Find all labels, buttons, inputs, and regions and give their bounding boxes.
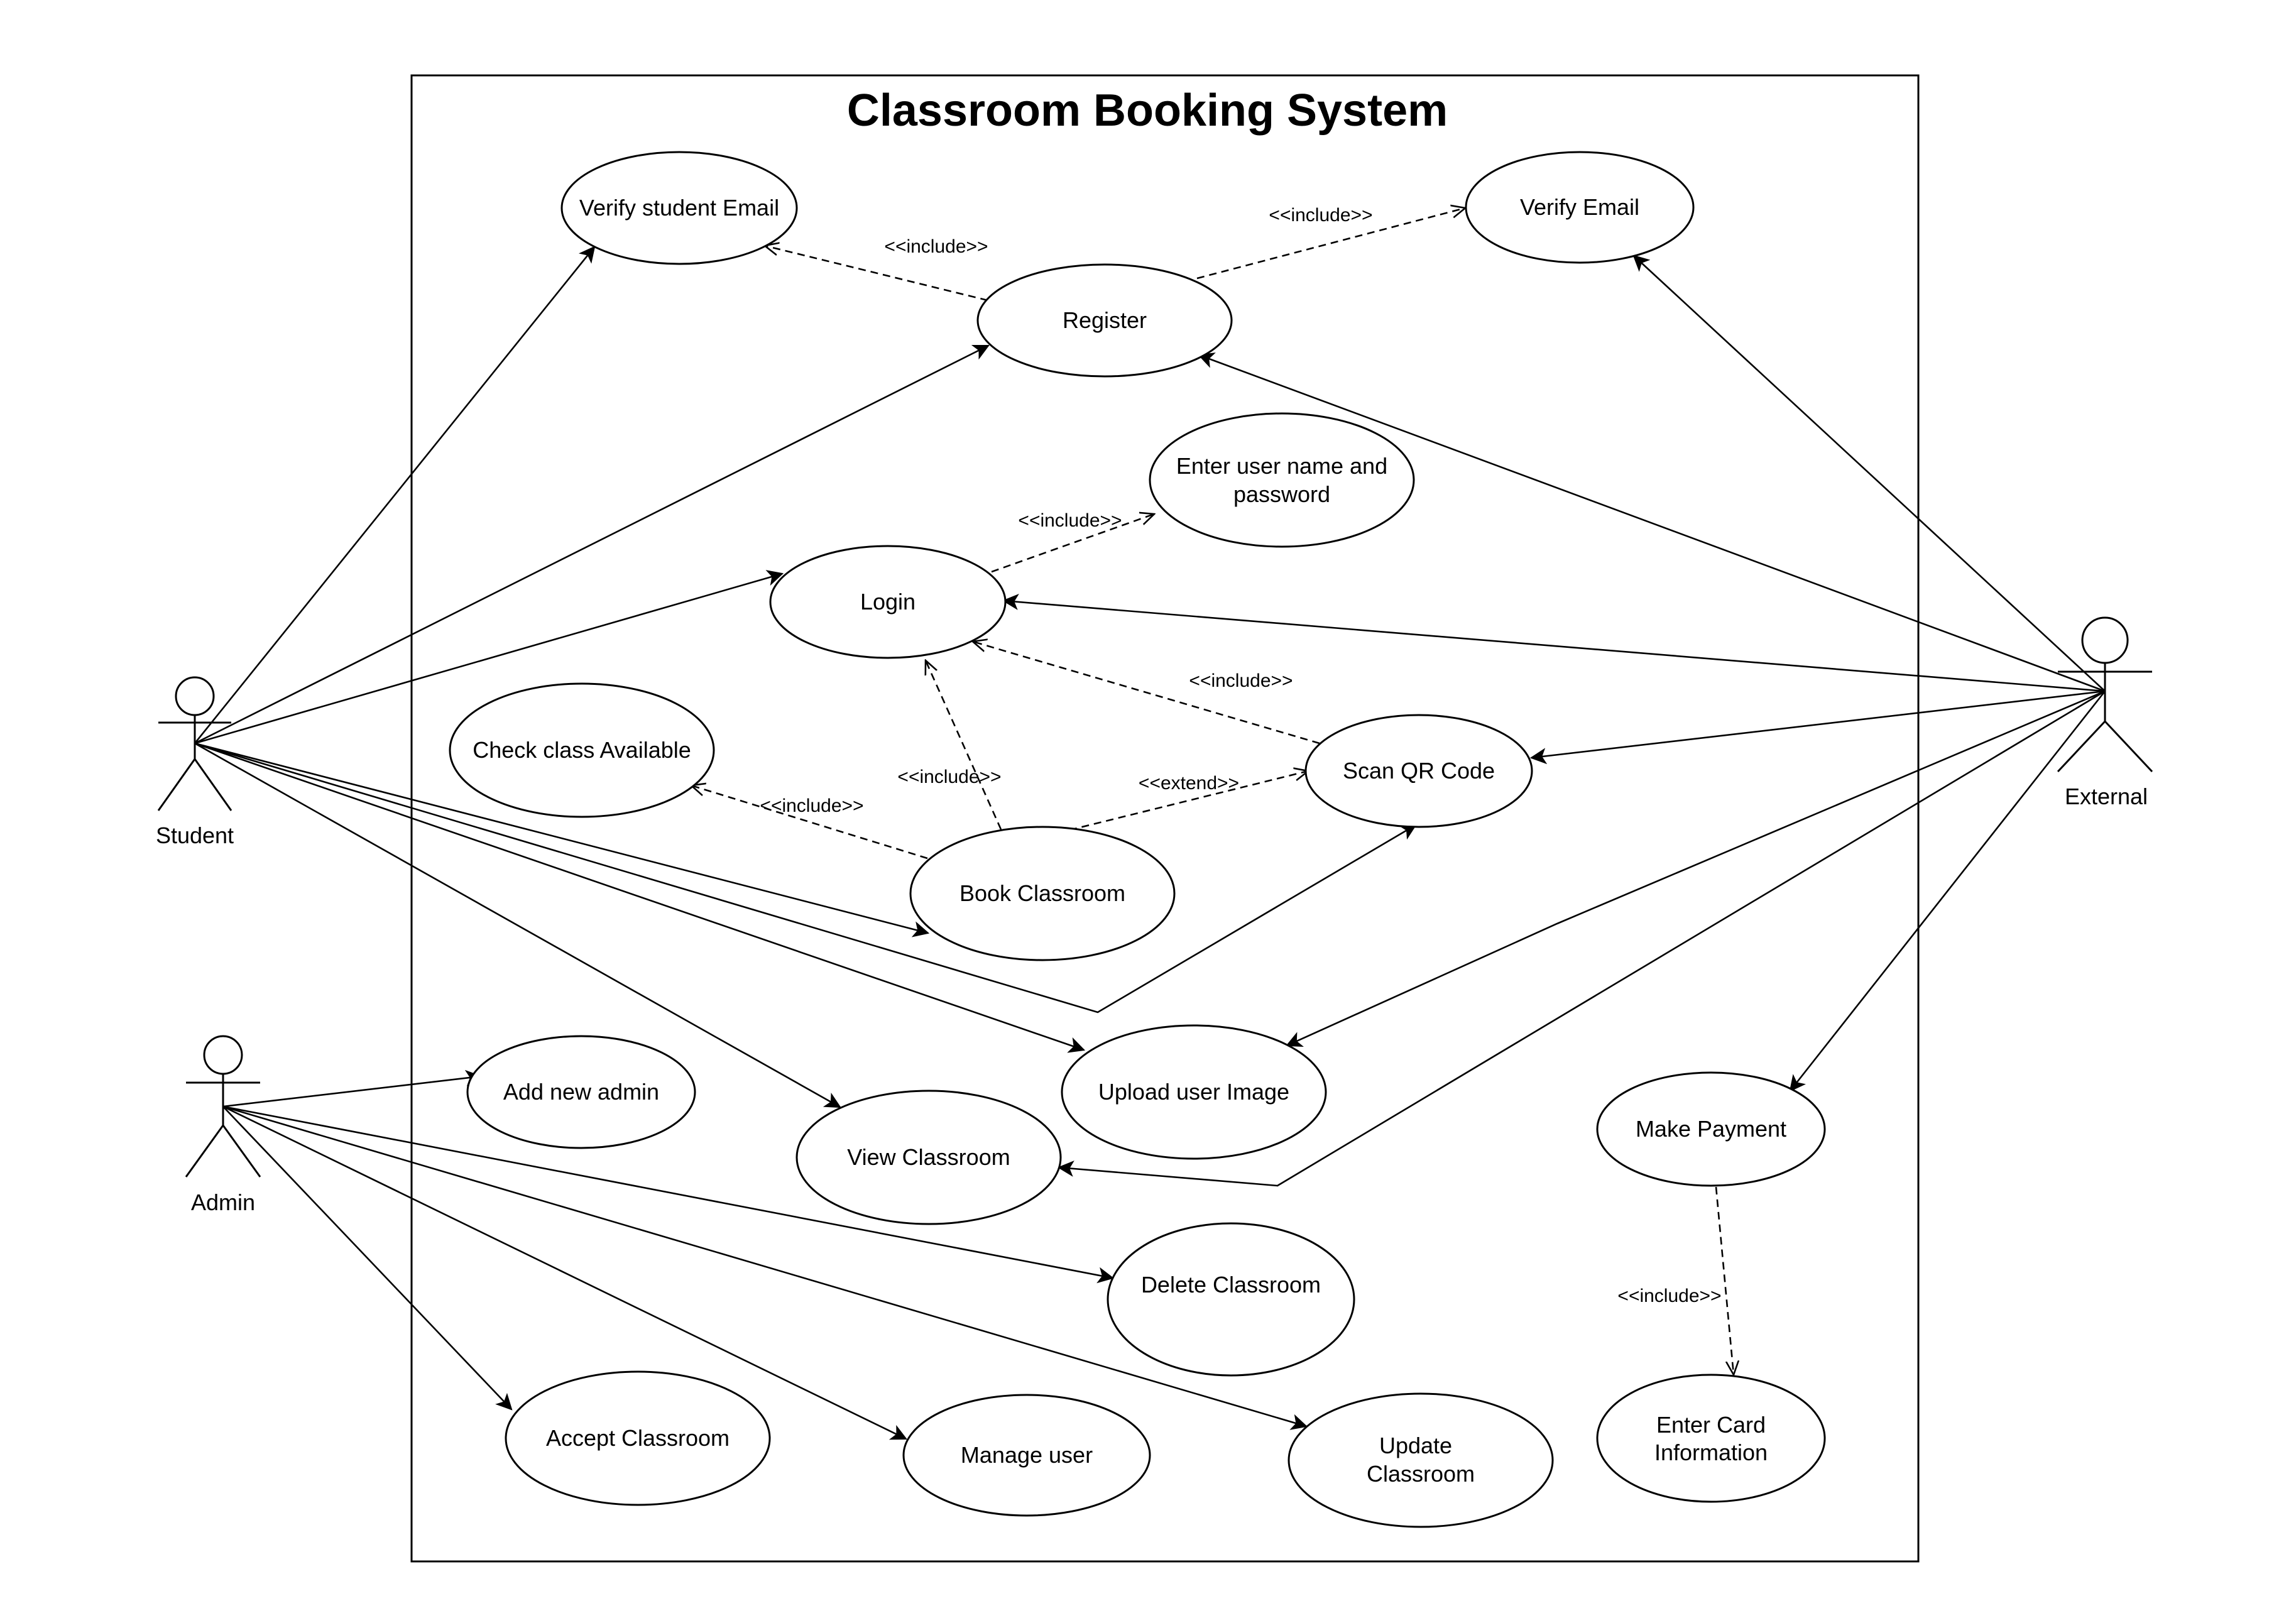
- assoc-external-register: [1197, 352, 2106, 692]
- use-case-label: Add new admin: [503, 1079, 659, 1105]
- use-case-enter-credentials[interactable]: Enter user name and password: [1149, 412, 1415, 548]
- include-register-verify-student-email: [765, 246, 988, 302]
- use-case-label: Information: [1654, 1440, 1768, 1465]
- include-scan-qr-login: [973, 642, 1320, 745]
- use-case-verify-email[interactable]: Verify Email: [1465, 151, 1695, 264]
- assoc-external-make-payment: [1789, 691, 2106, 1092]
- actor-admin[interactable]: Admin: [185, 1035, 261, 1215]
- use-case-check-class-available[interactable]: Check class Available: [449, 682, 715, 818]
- assoc-external-login: [1002, 593, 2106, 692]
- assoc-student-book-classroom: [194, 742, 930, 937]
- stick-figure-icon: [185, 1035, 261, 1178]
- use-case-label: View Classroom: [847, 1144, 1010, 1170]
- associations: [194, 246, 2106, 1440]
- use-case-label: Register: [1063, 307, 1147, 333]
- use-case-add-new-admin[interactable]: Add new admin: [466, 1035, 696, 1149]
- assoc-student-verify-student-email: [194, 246, 596, 744]
- include-payment-card: [1715, 1186, 1734, 1375]
- assoc-admin-accept-classroom: [222, 1106, 513, 1411]
- label-include-register-verify-email: <<include>>: [1269, 205, 1372, 226]
- use-case-update-classroom[interactable]: Update Classroom: [1287, 1392, 1554, 1528]
- assoc-student-login: [194, 570, 784, 745]
- extend-book-scan-qr: [1069, 771, 1308, 831]
- label-include-payment-card: <<include>>: [1617, 1286, 1721, 1306]
- label-include-register-student-email: <<include>>: [884, 236, 988, 257]
- use-case-label: password: [1233, 481, 1330, 507]
- use-case-label: Verify Email: [1520, 194, 1639, 220]
- use-case-label: Book Classroom: [959, 880, 1125, 906]
- use-case-view-classroom[interactable]: View Classroom: [795, 1090, 1062, 1225]
- use-case-label: Update: [1379, 1433, 1452, 1458]
- use-case-accept-classroom[interactable]: Accept Classroom: [505, 1370, 771, 1506]
- use-case-label: Check class Available: [473, 737, 691, 763]
- use-case-register[interactable]: Register: [976, 263, 1233, 378]
- assoc-external-view-classroom: [1057, 690, 2106, 1187]
- use-case-label: Verify student Email: [579, 195, 779, 221]
- assoc-admin-add-new-admin: [222, 1069, 483, 1108]
- stick-figure-icon: [2057, 616, 2153, 773]
- use-case-delete-classroom[interactable]: Delete Classroom: [1107, 1222, 1355, 1377]
- assoc-student-upload-user-image: [194, 742, 1086, 1053]
- actor-label: Admin: [191, 1189, 255, 1215]
- use-case-login[interactable]: Login: [769, 545, 1007, 659]
- use-case-label: Classroom: [1367, 1461, 1475, 1487]
- use-case-label: Make Payment: [1636, 1116, 1786, 1142]
- diagram-title: Classroom Booking System: [847, 85, 1448, 136]
- use-case-verify-student-email[interactable]: Verify student Email: [560, 151, 798, 265]
- assoc-student-scan-qr-code: [194, 742, 1417, 1014]
- label-include-book-login: <<include>>: [897, 767, 1001, 787]
- dependencies: [691, 208, 1734, 1375]
- use-case-enter-card-information[interactable]: Enter Card Information: [1596, 1374, 1826, 1503]
- label-include-login-credentials: <<include>>: [1018, 510, 1122, 531]
- assoc-external-upload-user-image: [1286, 690, 2106, 1047]
- assoc-admin-manage-user: [222, 1105, 907, 1440]
- include-book-login: [926, 660, 1002, 830]
- use-case-label: Accept Classroom: [546, 1425, 730, 1451]
- label-extend-book-scan: <<extend>>: [1139, 773, 1239, 794]
- use-case-label: Upload user Image: [1098, 1079, 1289, 1105]
- use-case-label: Login: [860, 589, 916, 615]
- use-case-label: Delete Classroom: [1141, 1272, 1321, 1298]
- assoc-external-scan-qr-code: [1529, 690, 2106, 765]
- stick-figure-icon: [157, 676, 232, 811]
- stereotype-labels: <<include>> <<include>> <<include>> <<in…: [760, 205, 1721, 1306]
- include-register-verify-email: [1196, 208, 1465, 280]
- actor-label: Student: [156, 822, 234, 848]
- label-include-book-check: <<include>>: [760, 795, 863, 816]
- use-case-label: Manage user: [961, 1442, 1093, 1468]
- use-cases: Verify student Email Register Verify Ema…: [449, 151, 1826, 1528]
- assoc-admin-update-classroom: [222, 1105, 1308, 1430]
- use-case-book-classroom[interactable]: Book Classroom: [909, 826, 1176, 961]
- use-case-scan-qr-code[interactable]: Scan QR Code: [1304, 714, 1533, 828]
- actor-student[interactable]: Student: [156, 676, 234, 848]
- use-case-label: Scan QR Code: [1343, 758, 1495, 784]
- actor-external[interactable]: External: [2057, 616, 2153, 809]
- use-case-label: Enter Card: [1656, 1412, 1766, 1438]
- use-case-upload-user-image[interactable]: Upload user Image: [1061, 1024, 1327, 1160]
- include-login-enter-credentials: [991, 514, 1154, 573]
- assoc-admin-delete-classroom: [222, 1105, 1115, 1284]
- assoc-student-view-classroom: [194, 742, 841, 1108]
- include-book-check-class: [691, 785, 928, 860]
- assoc-student-register: [194, 344, 990, 745]
- use-case-manage-user[interactable]: Manage user: [902, 1394, 1151, 1517]
- use-case-make-payment[interactable]: Make Payment: [1596, 1071, 1826, 1187]
- actor-label: External: [2065, 784, 2148, 809]
- use-case-label: Enter user name and: [1176, 453, 1387, 479]
- assoc-external-verify-email: [1632, 254, 2106, 692]
- label-include-scan-login: <<include>>: [1189, 670, 1293, 691]
